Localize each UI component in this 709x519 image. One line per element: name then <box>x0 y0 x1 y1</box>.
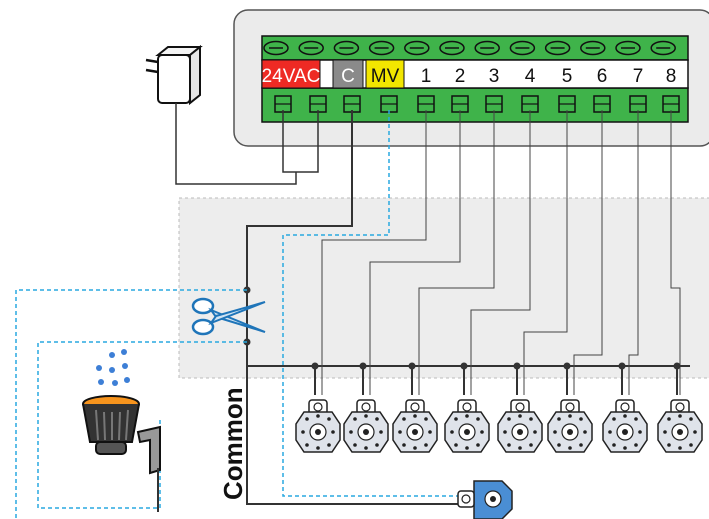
terminal-label: MV <box>371 66 400 87</box>
zone-wire <box>321 110 427 395</box>
zone-wire <box>523 110 568 395</box>
terminal-label: 2 <box>455 66 466 87</box>
zone-wire <box>628 110 639 395</box>
valve-icon <box>547 399 593 453</box>
terminal-label: 6 <box>597 66 608 87</box>
valve-icon <box>343 399 389 453</box>
terminal-label: 3 <box>489 66 500 87</box>
rain-sensor-icon <box>82 349 161 512</box>
scissors-icon <box>191 297 266 336</box>
valve-icon <box>657 399 703 453</box>
common-label: Common <box>218 387 248 500</box>
zone-wire <box>573 110 603 395</box>
zone-wire <box>670 110 681 395</box>
zone-wire <box>369 110 461 395</box>
terminal-label-bg <box>332 59 364 89</box>
terminal-label-bg <box>261 59 321 89</box>
master-valve-icon <box>457 480 513 519</box>
zone-wires <box>311 110 681 395</box>
terminal-label: 8 <box>666 66 677 87</box>
terminal-label-bg <box>365 59 405 89</box>
power-adapter-icon <box>145 44 203 106</box>
zone-wire <box>470 110 531 395</box>
valve-icon <box>295 399 341 453</box>
terminal-strip: 24VAC C MV 1 2 3 4 5 6 7 8 <box>261 35 689 123</box>
terminal-label: C <box>341 66 355 87</box>
terminal-label: 24VAC <box>262 66 321 87</box>
terminal-label: 7 <box>633 66 644 87</box>
valve-icon <box>444 399 490 453</box>
terminal-label: 1 <box>421 66 432 87</box>
valve-icon <box>602 399 648 453</box>
terminal-label: 5 <box>562 66 573 87</box>
valve-icon <box>392 399 438 453</box>
zone-wire <box>418 110 495 395</box>
valve-icon <box>497 399 543 453</box>
terminal-label: 4 <box>525 66 536 87</box>
zone-valves <box>295 399 703 453</box>
